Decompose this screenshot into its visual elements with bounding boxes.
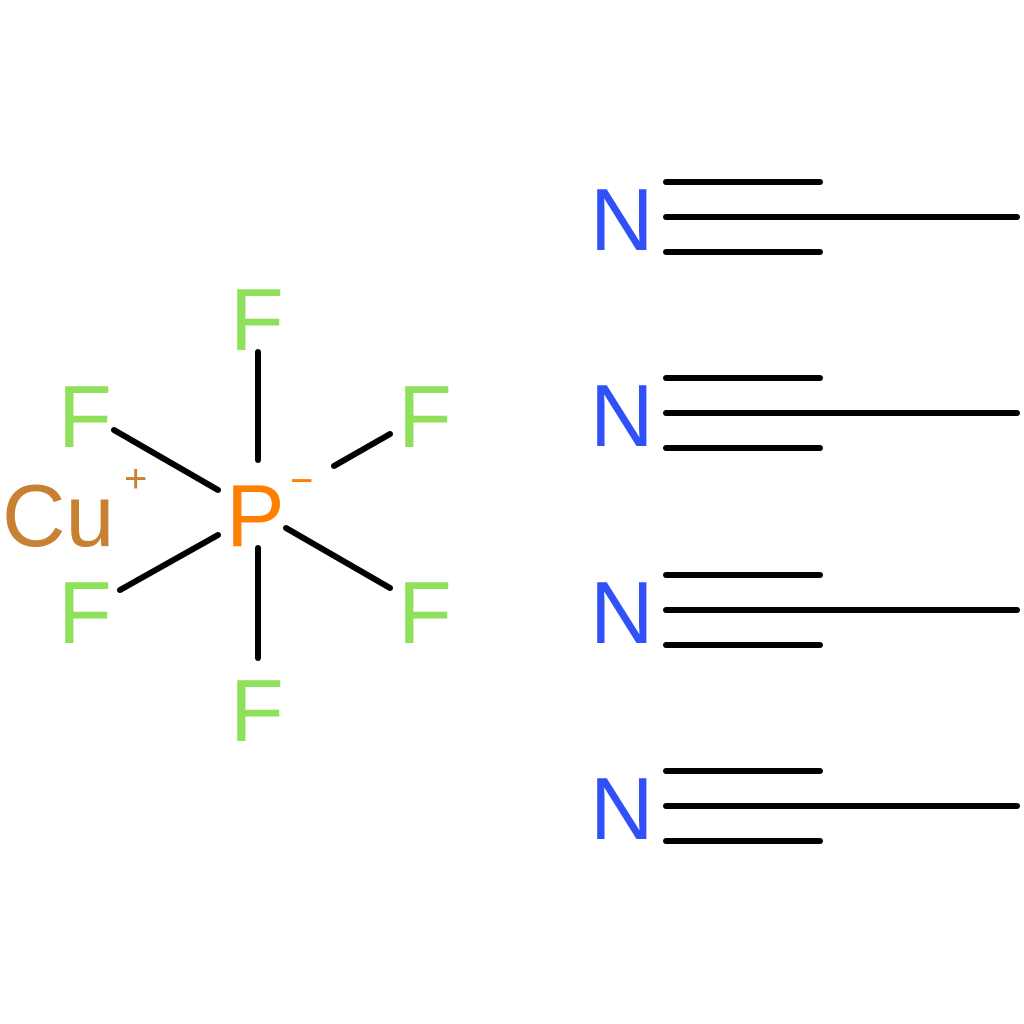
nitrogen-symbol: N: [590, 759, 654, 858]
fluorine-top: F: [230, 270, 284, 369]
copper-symbol: Cu: [2, 466, 115, 565]
phosphorus-symbol: P: [226, 466, 285, 565]
fluorine-lower-left: F: [58, 563, 112, 662]
nitrogen-symbol: N: [590, 170, 654, 269]
acetonitrile-2: N: [590, 366, 1020, 465]
hexafluorophosphate-anion: P − F F F F F F: [58, 270, 452, 760]
bond-p-f-upper-right: [331, 431, 393, 469]
nitrogen-symbol: N: [590, 563, 654, 662]
bond-p-f-upper-left: [111, 427, 221, 493]
copper-charge: +: [124, 457, 147, 501]
acetonitrile-4: N: [590, 759, 1020, 858]
fluorine-lower-right: F: [398, 563, 452, 662]
copper-cation: Cu +: [2, 457, 147, 565]
bond-p-f-lower-right: [283, 525, 393, 591]
fluorine-upper-left: F: [58, 367, 112, 466]
phosphorus-charge: −: [290, 459, 313, 503]
fluorine-upper-right: F: [398, 367, 452, 466]
fluorine-bottom: F: [230, 661, 284, 760]
acetonitrile-3: N: [590, 563, 1020, 662]
bond-p-f-lower-left: [117, 532, 221, 593]
nitrogen-symbol: N: [590, 366, 654, 465]
acetonitrile-1: N: [590, 170, 1020, 269]
